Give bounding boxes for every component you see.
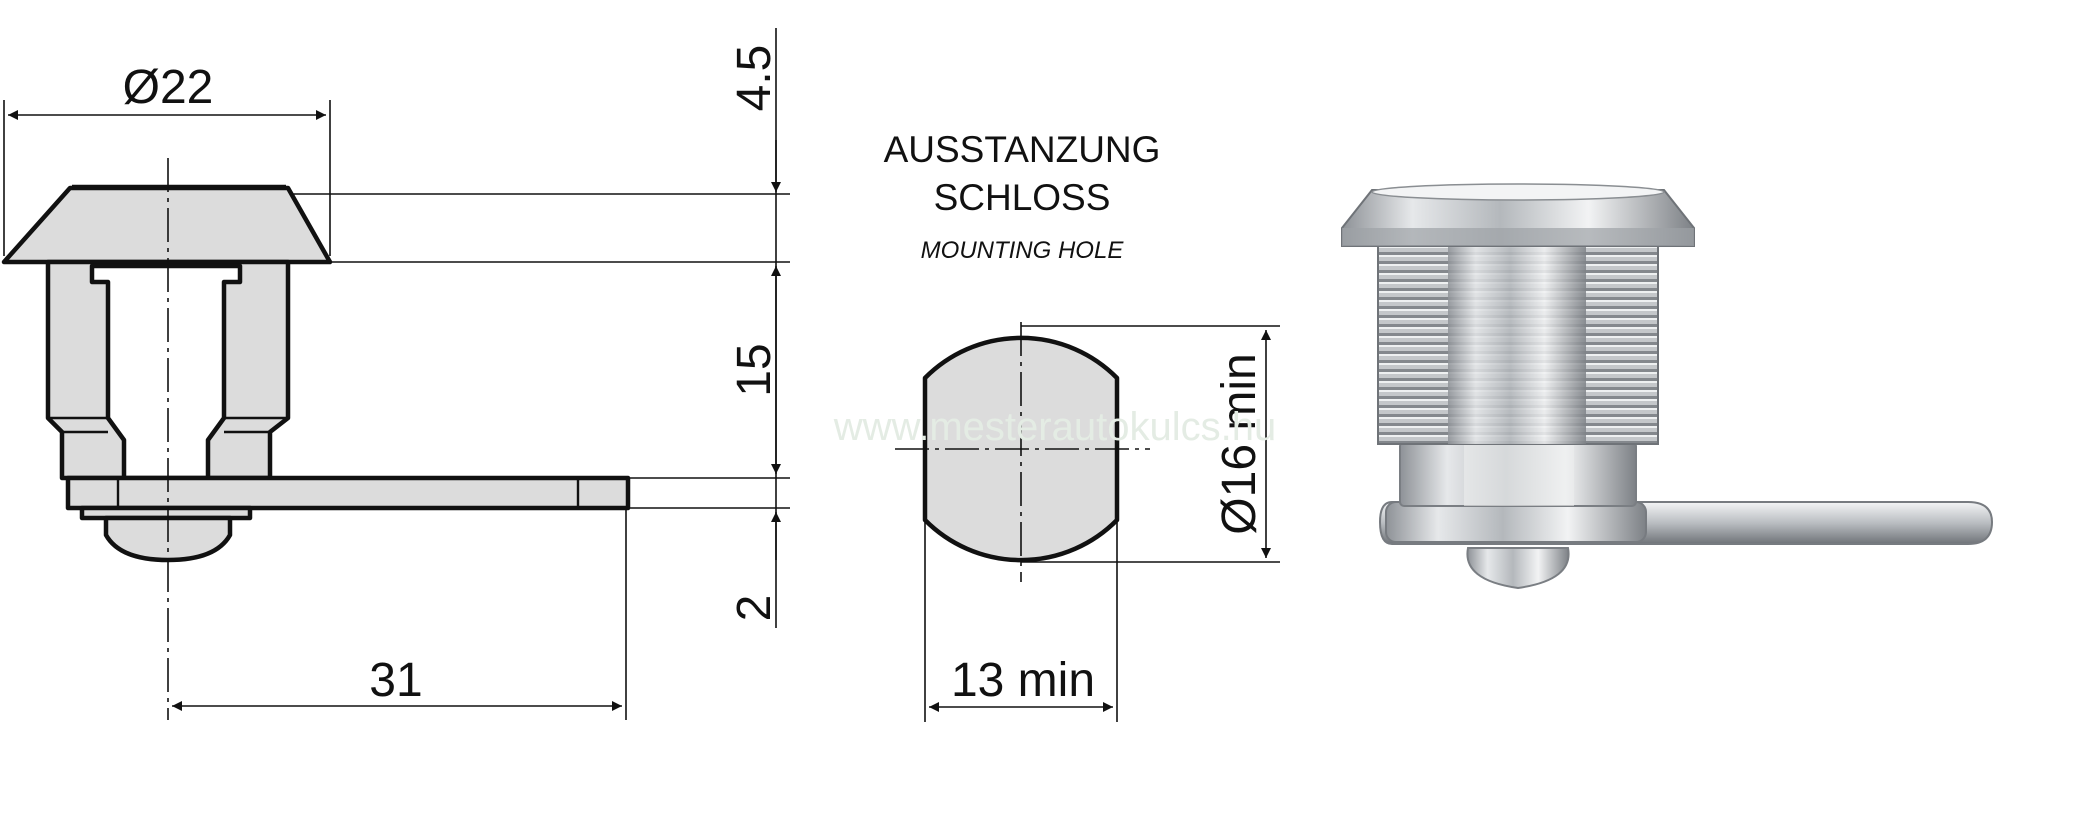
label-hole-width: 13 min [951,654,1095,707]
cam-bar [65,475,631,511]
dim-diameter-22: Ø22 [3,61,331,256]
label-height-4-5: 4.5 [728,45,781,112]
dim-hole-width: 13 min [924,522,1118,722]
dim-height-4-5: 4.5 [728,45,781,192]
render-screw [1466,547,1570,590]
title-schloss: SCHLOSS [934,177,1111,218]
watermark-text: www.mesterautokulcs.hu [833,405,1276,449]
dim-length-31: 31 [172,510,627,720]
mounting-hole-shape [895,322,1150,582]
mounting-hole-title: AUSSTANZUNG SCHLOSS MOUNTING HOLE [884,129,1161,264]
label-diameter-22: Ø22 [123,61,214,114]
dim-hole-diameter: Ø16 min [1021,325,1280,563]
extension-lines [290,28,790,628]
subtitle-mounting-hole: MOUNTING HOLE [921,237,1125,264]
side-view-lock [1,158,631,720]
label-length-31: 31 [369,654,422,707]
label-height-15: 15 [728,343,781,396]
dim-height-15: 15 [728,266,781,474]
title-ausstanzung: AUSSTANZUNG [884,129,1161,170]
cam-lock-render [1341,183,1994,590]
render-washer [1385,501,1647,543]
dim-height-2: 2 [728,512,781,621]
label-height-2: 2 [728,595,781,622]
lock-head [1,185,333,265]
label-hole-diameter: Ø16 min [1213,353,1266,534]
